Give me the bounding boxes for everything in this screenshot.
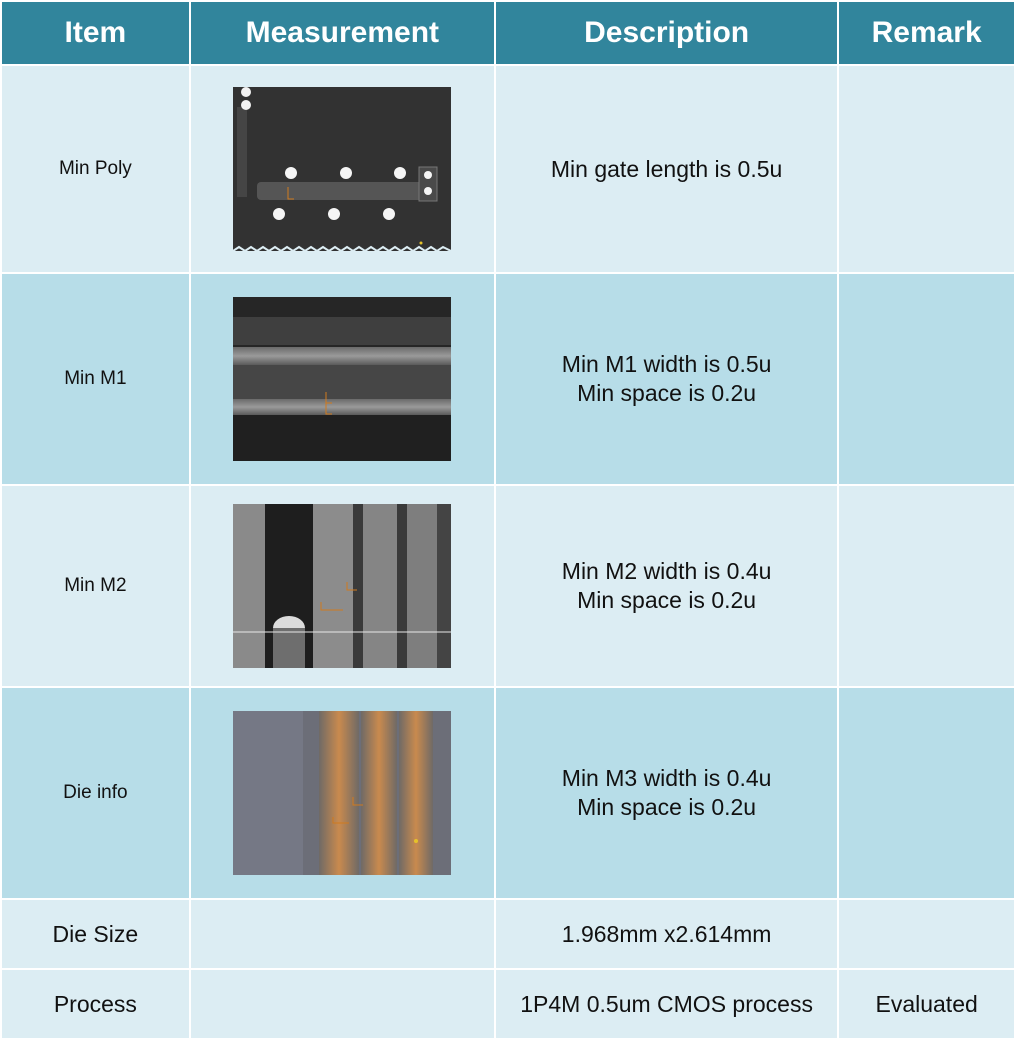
table-row: Min Poly [0, 64, 1016, 274]
measurement-cell [188, 898, 496, 970]
description-line: 1P4M 0.5um CMOS process [520, 990, 813, 1017]
remark-cell [837, 686, 1016, 900]
description-cell: Min M3 width is 0.4u Min space is 0.2u [493, 686, 840, 900]
table-row: Min M2 Min M2 width is 0.4u Min space is… [0, 484, 1016, 688]
sem-micrograph-poly-icon [233, 87, 452, 251]
item-cell: Min M1 [0, 272, 191, 486]
measurement-cell [188, 484, 496, 688]
remark-cell [837, 272, 1016, 486]
description-line: Min space is 0.2u [577, 794, 757, 820]
measurement-cell [188, 968, 496, 1040]
description-cell: Min M2 width is 0.4u Min space is 0.2u [493, 484, 840, 688]
description-line: Min space is 0.2u [577, 587, 757, 613]
header-item: Item [0, 0, 191, 66]
item-cell: Min Poly [0, 64, 191, 274]
description-line: Min M2 width is 0.4u [561, 558, 772, 584]
description-line: Min gate length is 0.5u [550, 155, 783, 182]
header-row: Item Measurement Description Remark [0, 0, 1016, 66]
item-cell: Min M2 [0, 484, 191, 688]
header-description: Description [493, 0, 840, 66]
table-row: Die info Min M3 width i [0, 686, 1016, 900]
sem-micrograph-m1-icon [233, 297, 452, 461]
description-line: Min M3 width is 0.4u [561, 765, 772, 791]
item-cell: Die info [0, 686, 191, 900]
measurement-cell [188, 686, 496, 900]
item-cell: Process [0, 968, 191, 1040]
description-line: 1.968mm x2.614mm [561, 920, 772, 947]
measurement-cell [188, 64, 496, 274]
description-line: Min M1 width is 0.5u [561, 351, 772, 377]
optical-micrograph-m3-icon [233, 711, 452, 875]
table-row: Min M1 Min M1 width is [0, 272, 1016, 486]
description-cell: 1.968mm x2.614mm [493, 898, 840, 970]
sem-micrograph-m2-icon [233, 504, 452, 668]
item-cell: Die Size [0, 898, 191, 970]
header-measurement: Measurement [188, 0, 496, 66]
description-cell: Min gate length is 0.5u [493, 64, 840, 274]
table-row: Process 1P4M 0.5um CMOS process Evaluate… [0, 968, 1016, 1040]
table-row: Die Size 1.968mm x2.614mm [0, 898, 1016, 970]
description-cell: 1P4M 0.5um CMOS process [493, 968, 840, 1040]
header-remark: Remark [837, 0, 1016, 66]
remark-cell: Evaluated [837, 968, 1016, 1040]
remark-cell [837, 64, 1016, 274]
description-cell: Min M1 width is 0.5u Min space is 0.2u [493, 272, 840, 486]
remark-cell [837, 484, 1016, 688]
remark-cell [837, 898, 1016, 970]
description-line: Min space is 0.2u [577, 380, 757, 406]
measurement-cell [188, 272, 496, 486]
